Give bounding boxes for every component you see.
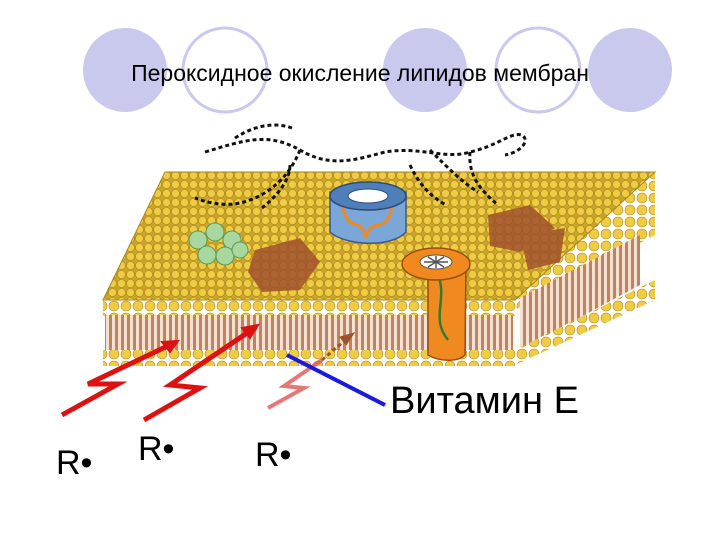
membrane-side-face xyxy=(515,172,655,365)
transmembrane-protein xyxy=(401,247,471,361)
vitamin-e-line xyxy=(286,353,386,407)
red-arrow-2 xyxy=(142,324,258,423)
channel-protein xyxy=(329,181,407,244)
decor-circles xyxy=(83,26,672,114)
glycocalyx-chains xyxy=(194,123,527,210)
lipid-rafts xyxy=(248,205,565,292)
radical-label-1: R• xyxy=(56,444,93,482)
decor-circle xyxy=(181,26,269,114)
slide-title: Пероксидное окисление липидов мембран xyxy=(131,60,589,86)
radical-label-2: R• xyxy=(138,430,175,468)
decor-circle xyxy=(83,28,167,112)
radical-label-3: R• xyxy=(255,436,292,474)
decor-circle xyxy=(588,28,672,112)
decor-circle xyxy=(383,28,467,112)
decor-circle xyxy=(494,26,582,114)
red-arrow-1 xyxy=(60,339,178,418)
radical-arrows xyxy=(60,323,386,423)
molecule-cluster xyxy=(188,222,249,266)
vitamin-e-label: Витамин Е xyxy=(390,380,579,422)
faded-red-arrow xyxy=(267,358,324,410)
